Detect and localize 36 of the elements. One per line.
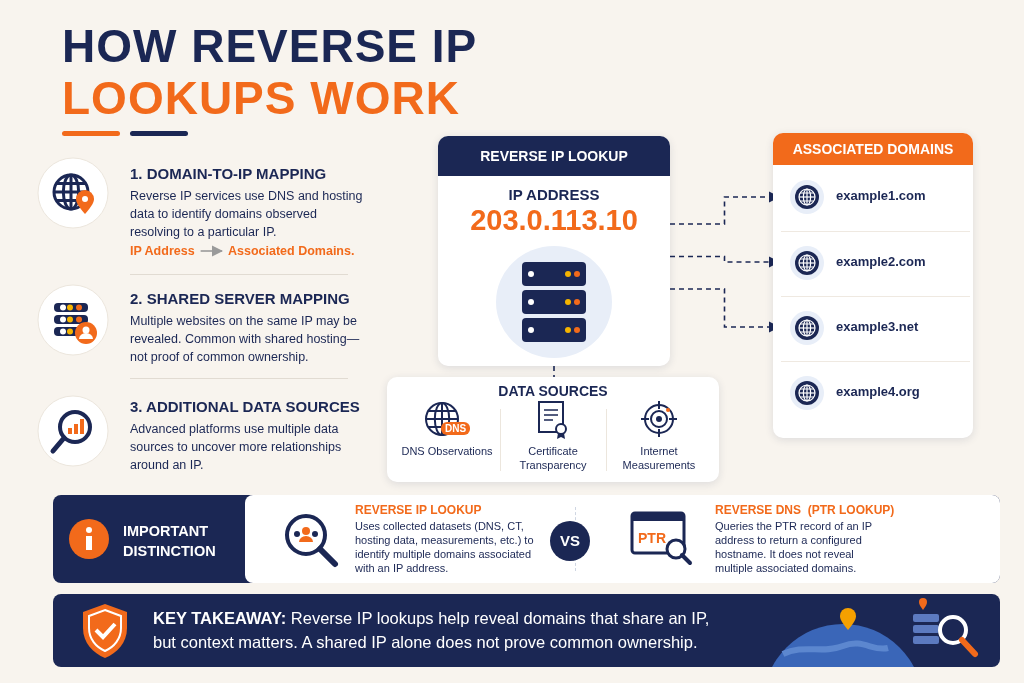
lookup-card	[438, 136, 670, 366]
card-title: DATA SOURCES	[497, 383, 609, 399]
distinction-band	[53, 495, 1000, 583]
panel-title: ASSOCIATED DOMAINS	[773, 133, 973, 165]
domains-panel	[773, 133, 973, 438]
flow-text: IP Address	[130, 244, 195, 258]
card-title: REVERSE IP LOOKUP	[438, 136, 670, 176]
step-description: Multiple websites on the same IP may be revealed. Common with shared hosting—not proof of common ownership.	[130, 313, 361, 366]
comparison-description: Queries the PTR record of an IP address to return a configured hostname. It does not reveal multiple associated domains.	[715, 519, 873, 575]
icon-text: PTR	[638, 530, 666, 546]
comparison-heading: REVERSE DNS (PTR LOOKUP)	[715, 503, 895, 517]
takeaway-text: KEY TAKEAWAY: Reverse IP lookups help reveal domains that share an IP, but context matters. A shared IP alone does not prove common ownership.	[153, 608, 711, 653]
step-heading: 3. ADDITIONAL DATA SOURCES	[130, 398, 361, 415]
band-heading: IMPORTANT DISTINCTION	[123, 522, 217, 561]
field-label: IP ADDRESS	[507, 186, 601, 203]
step-heading: 1. DOMAIN-TO-IP MAPPING	[130, 165, 328, 182]
domain-name: example3.net	[836, 319, 919, 334]
title: HOW REVERSE IP LOOKUPS WORK	[62, 20, 478, 124]
source-label: Certificate Transparency	[518, 444, 588, 472]
step-heading: 2. SHARED SERVER MAPPING	[130, 290, 351, 307]
comparison-description: Uses collected datasets (DNS, CT, hosting data, measurements, etc.) to identify multiple domains associated with an IP address.	[355, 519, 535, 575]
arrow	[199, 245, 224, 257]
takeaway-band	[53, 594, 1000, 667]
source-label: Internet Measurements	[621, 444, 697, 472]
comparison-heading: REVERSE IP LOOKUP	[355, 503, 482, 517]
step-description: Advanced platforms use multiple data sources to uncover more relationships around an IP.	[130, 421, 343, 474]
source-label: DNS Observations	[400, 444, 494, 458]
data-sources-card	[387, 377, 719, 482]
flow-text: Associated Domains.	[228, 244, 355, 258]
connector-line	[553, 365, 555, 378]
dns-badge: DNS	[441, 422, 471, 435]
domain-name: example2.com	[836, 254, 926, 269]
ip-address: 203.0.113.10	[469, 204, 639, 237]
domain-name: example1.com	[836, 188, 926, 203]
domain-name: example4.org	[836, 384, 920, 399]
step-description: Reverse IP services use DNS and hosting data to identify domains observed resolving to a particular IP.	[130, 188, 364, 241]
